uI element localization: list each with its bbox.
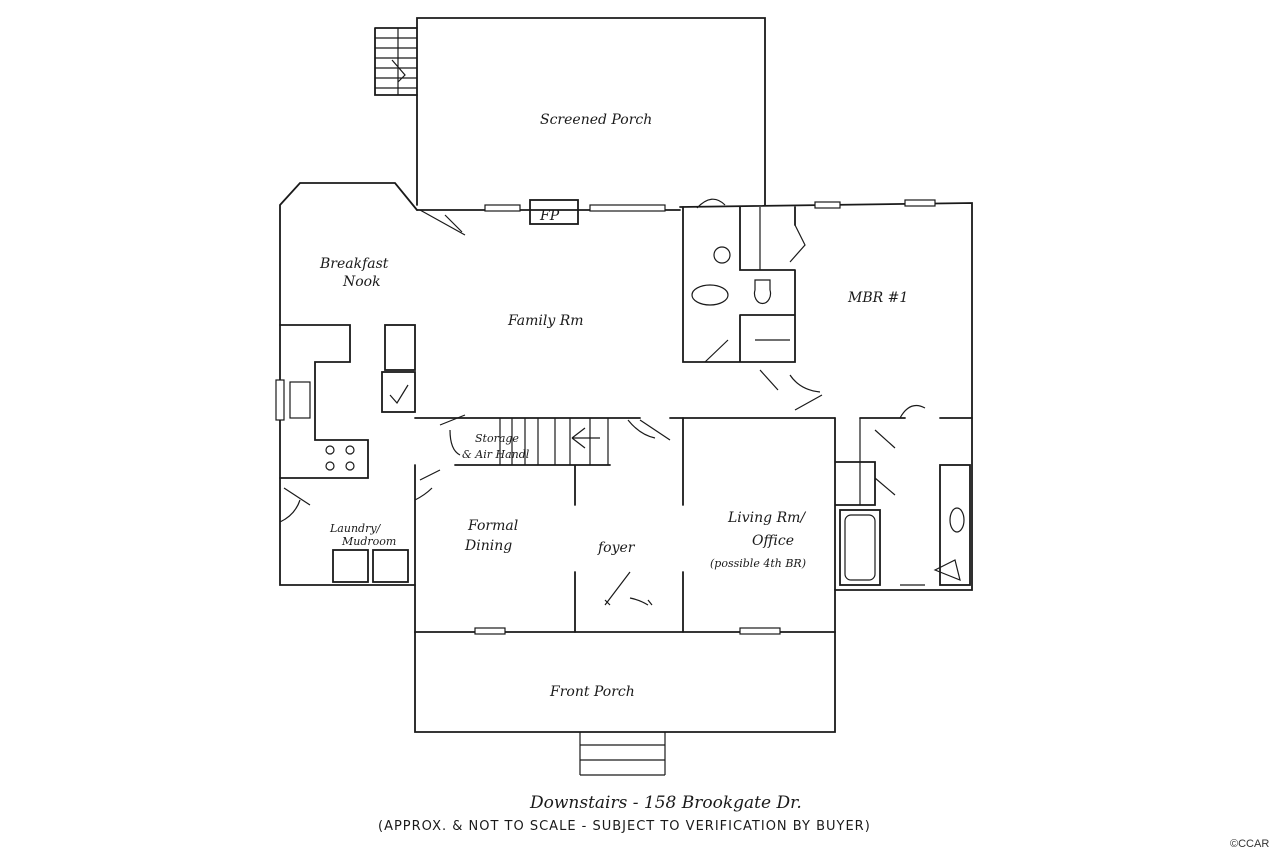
dining-label-2: Dining (464, 538, 512, 554)
mbr-label: MBR #1 (847, 290, 908, 306)
dining-label-1: Formal (467, 518, 518, 534)
living-label-1: Living Rm/ (727, 510, 806, 526)
laundry-label-2: Mudroom (341, 535, 396, 548)
plan-title: Downstairs - 158 Brookgate Dr. (529, 793, 802, 813)
family-room-label: Family Rm (507, 313, 584, 329)
laundry-label-1: Laundry/ (329, 522, 382, 535)
screened-porch: Screened Porch (416, 17, 766, 206)
front-porch: Front Porch (414, 631, 836, 776)
breakfast-nook-label-2: Nook (342, 274, 381, 290)
back-stairs (374, 27, 418, 96)
interior-walls: Storage & Air Handl Formal Dining foyer … (414, 414, 973, 633)
fireplace: FP (529, 199, 579, 225)
screened-porch-label: Screened Porch (540, 112, 652, 128)
storage-label-2: & Air Handl (462, 448, 530, 461)
storage-label-1: Storage (475, 432, 519, 445)
breakfast-nook-label-1: Breakfast (319, 256, 389, 272)
laundry: Laundry/ Mudroom (279, 487, 409, 583)
kitchen: Breakfast Nook (279, 256, 416, 479)
bath-2 (834, 405, 971, 591)
master-bath: MBR #1 (682, 198, 908, 411)
plan-disclaimer: (APPROX. & NOT TO SCALE - SUBJECT TO VER… (378, 819, 871, 834)
front-porch-label: Front Porch (549, 684, 635, 700)
foyer-label: foyer (597, 540, 636, 556)
fireplace-label: FP (539, 208, 560, 224)
copyright: ©CCAR (1230, 838, 1269, 850)
living-label-2: Office (752, 533, 794, 549)
windows (275, 199, 936, 635)
living-label-3: (possible 4th BR) (710, 557, 806, 570)
exterior-walls (279, 182, 973, 633)
